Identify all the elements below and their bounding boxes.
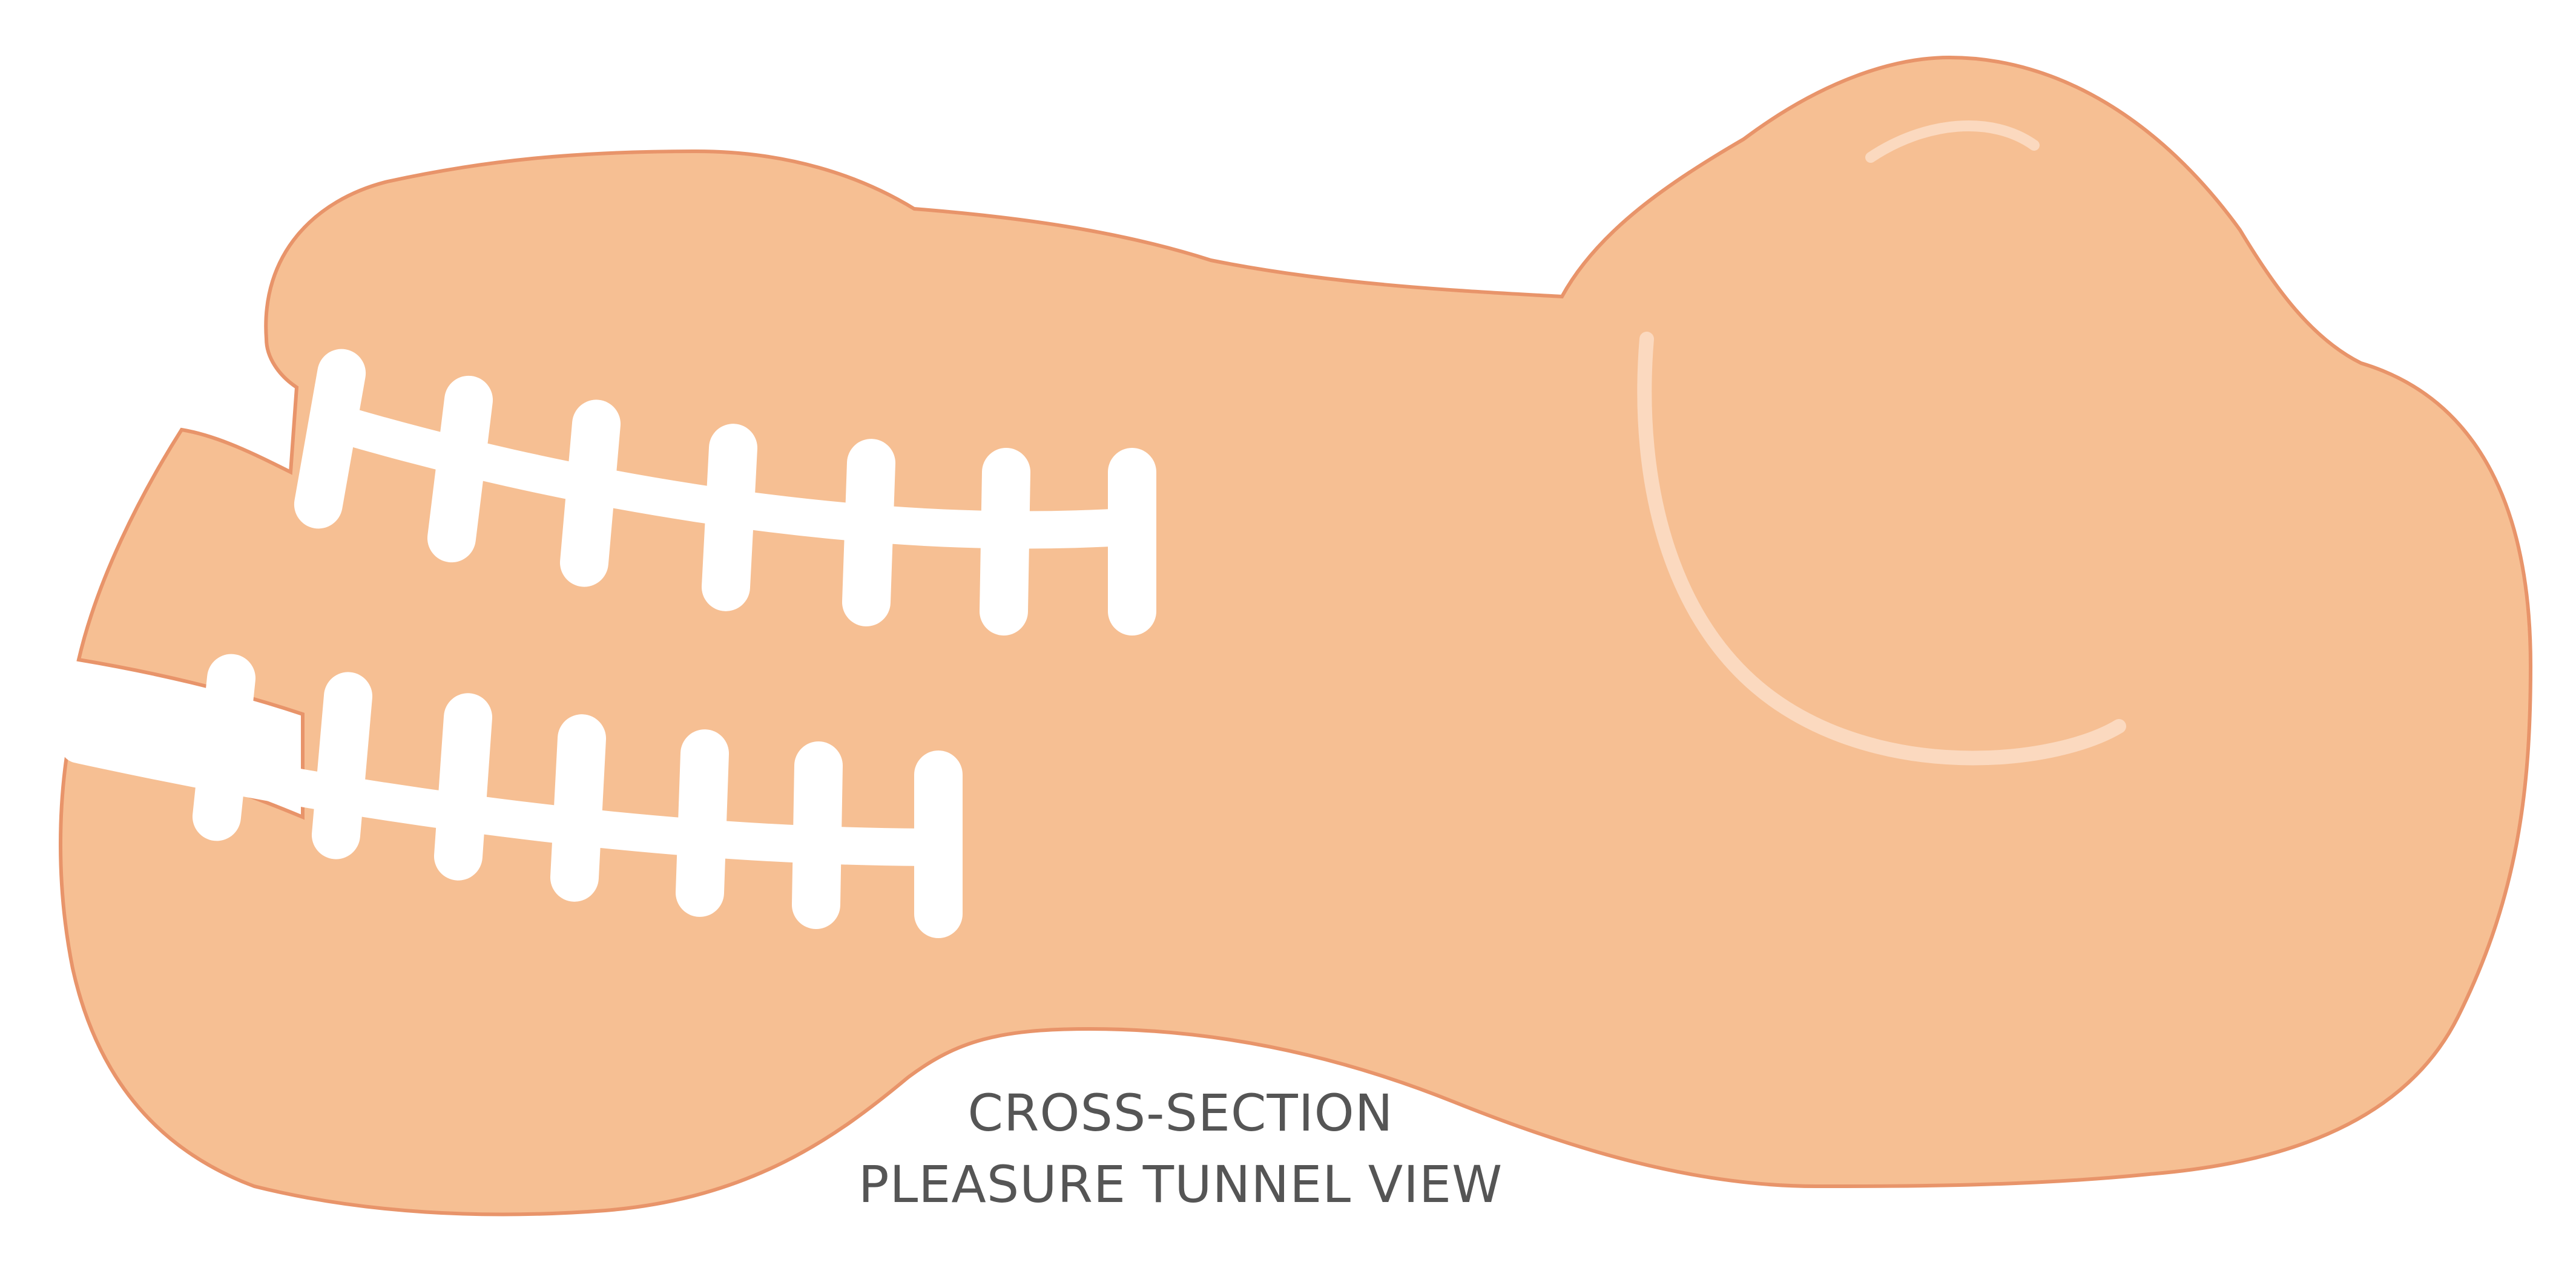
lower-ribs [192, 654, 963, 938]
diagram-caption: CROSS-SECTION PLEASURE TUNNEL VIEW [858, 1077, 1503, 1220]
upper-ribs [294, 349, 1156, 636]
highlight-arc [1637, 332, 2126, 766]
caption-line-2: PLEASURE TUNNEL VIEW [858, 1155, 1503, 1214]
product-silhouette [59, 55, 2533, 1217]
caption-line-1: CROSS-SECTION [967, 1083, 1394, 1143]
highlight-small [1865, 120, 2040, 163]
